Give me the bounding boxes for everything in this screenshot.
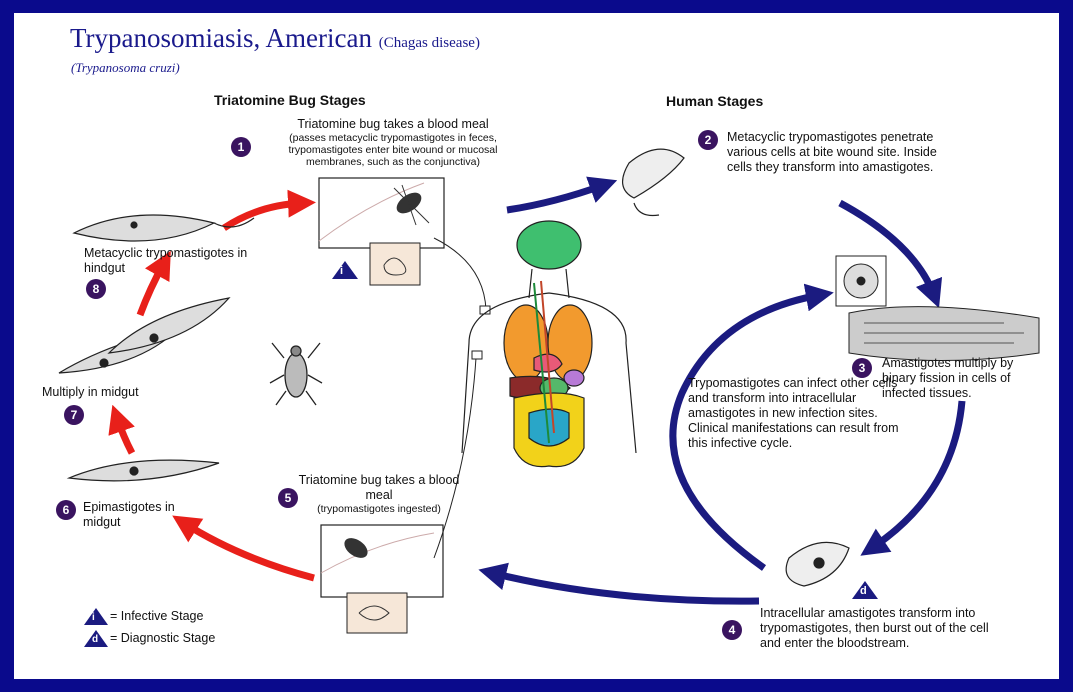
bite-box-bottom xyxy=(321,525,443,597)
arrow-1-to-2 xyxy=(507,185,604,210)
page-title: Trypanosomiasis, American (Chagas diseas… xyxy=(70,23,480,54)
stage-4-trypomastigote xyxy=(786,542,849,586)
page-subtitle: (Trypanosoma cruzi) xyxy=(71,60,180,76)
arrow-5-to-6 xyxy=(184,523,314,578)
step-4-text: Intracellular amastigotes transform into… xyxy=(760,606,1000,651)
step-8-badge: 8 xyxy=(86,279,106,299)
arrow-4-to-5 xyxy=(492,573,759,601)
legend-diagnostic-label: = Diagnostic Stage xyxy=(110,631,215,646)
bite-box-top xyxy=(319,178,444,248)
stage-3-tissue xyxy=(836,256,1039,361)
step-8-text: Metacyclic trypomastigotes in hindgut xyxy=(84,246,284,276)
step-5-detail: (trypomastigotes ingested) xyxy=(294,503,464,515)
arrow-6-to-7 xyxy=(117,418,132,453)
step-2-badge: 2 xyxy=(698,130,718,150)
infective-marker-icon xyxy=(332,261,358,279)
parasite-box-top xyxy=(370,243,420,285)
lifecycle-graphics xyxy=(14,13,1059,679)
diagram-panel: Trypanosomiasis, American (Chagas diseas… xyxy=(14,13,1059,679)
step-1-badge: 1 xyxy=(231,137,251,157)
arrow-8-to-1 xyxy=(224,203,302,228)
title-paren: (Chagas disease) xyxy=(379,35,480,51)
step-6-text: Epimastigotes in midgut xyxy=(83,500,193,530)
step-7-badge: 7 xyxy=(64,405,84,425)
step-6-badge: 6 xyxy=(56,500,76,520)
step-7-text: Multiply in midgut xyxy=(42,385,202,400)
step-5-text: Triatomine bug takes a blood meal (trypo… xyxy=(294,473,464,515)
legend-infective-label: = Infective Stage xyxy=(110,609,203,624)
section-bug-stages: Triatomine Bug Stages xyxy=(214,92,366,108)
step-1-main: Triatomine bug takes a blood meal xyxy=(262,117,524,132)
human-body xyxy=(462,221,636,467)
diagnostic-marker-letter: d xyxy=(860,585,867,597)
parasite-box-bottom xyxy=(347,593,407,633)
triatomine-bug xyxy=(270,343,322,405)
step-4-badge: 4 xyxy=(722,620,742,640)
legend-infective-letter: i xyxy=(92,612,95,623)
step-5-main: Triatomine bug takes a blood meal xyxy=(294,473,464,503)
legend-diagnostic-letter: d xyxy=(92,634,98,645)
title-main: Trypanosomiasis, American xyxy=(70,23,372,53)
infective-marker-letter: i xyxy=(340,265,343,277)
section-human-stages: Human Stages xyxy=(666,93,763,109)
step-1-text: Triatomine bug takes a blood meal (passe… xyxy=(262,117,524,168)
step-3-badge: 3 xyxy=(852,358,872,378)
cycle-note: Trypomastigotes can infect other cells a… xyxy=(688,376,913,451)
stage-2-trypomastigote xyxy=(623,149,684,215)
legend-infective-icon xyxy=(84,608,108,625)
step-2-text: Metacyclic trypomastigotes penetrate var… xyxy=(727,130,952,175)
stage-6-parasites xyxy=(69,460,219,481)
step-1-detail: (passes metacyclic trypomastigotes in fe… xyxy=(262,132,524,168)
